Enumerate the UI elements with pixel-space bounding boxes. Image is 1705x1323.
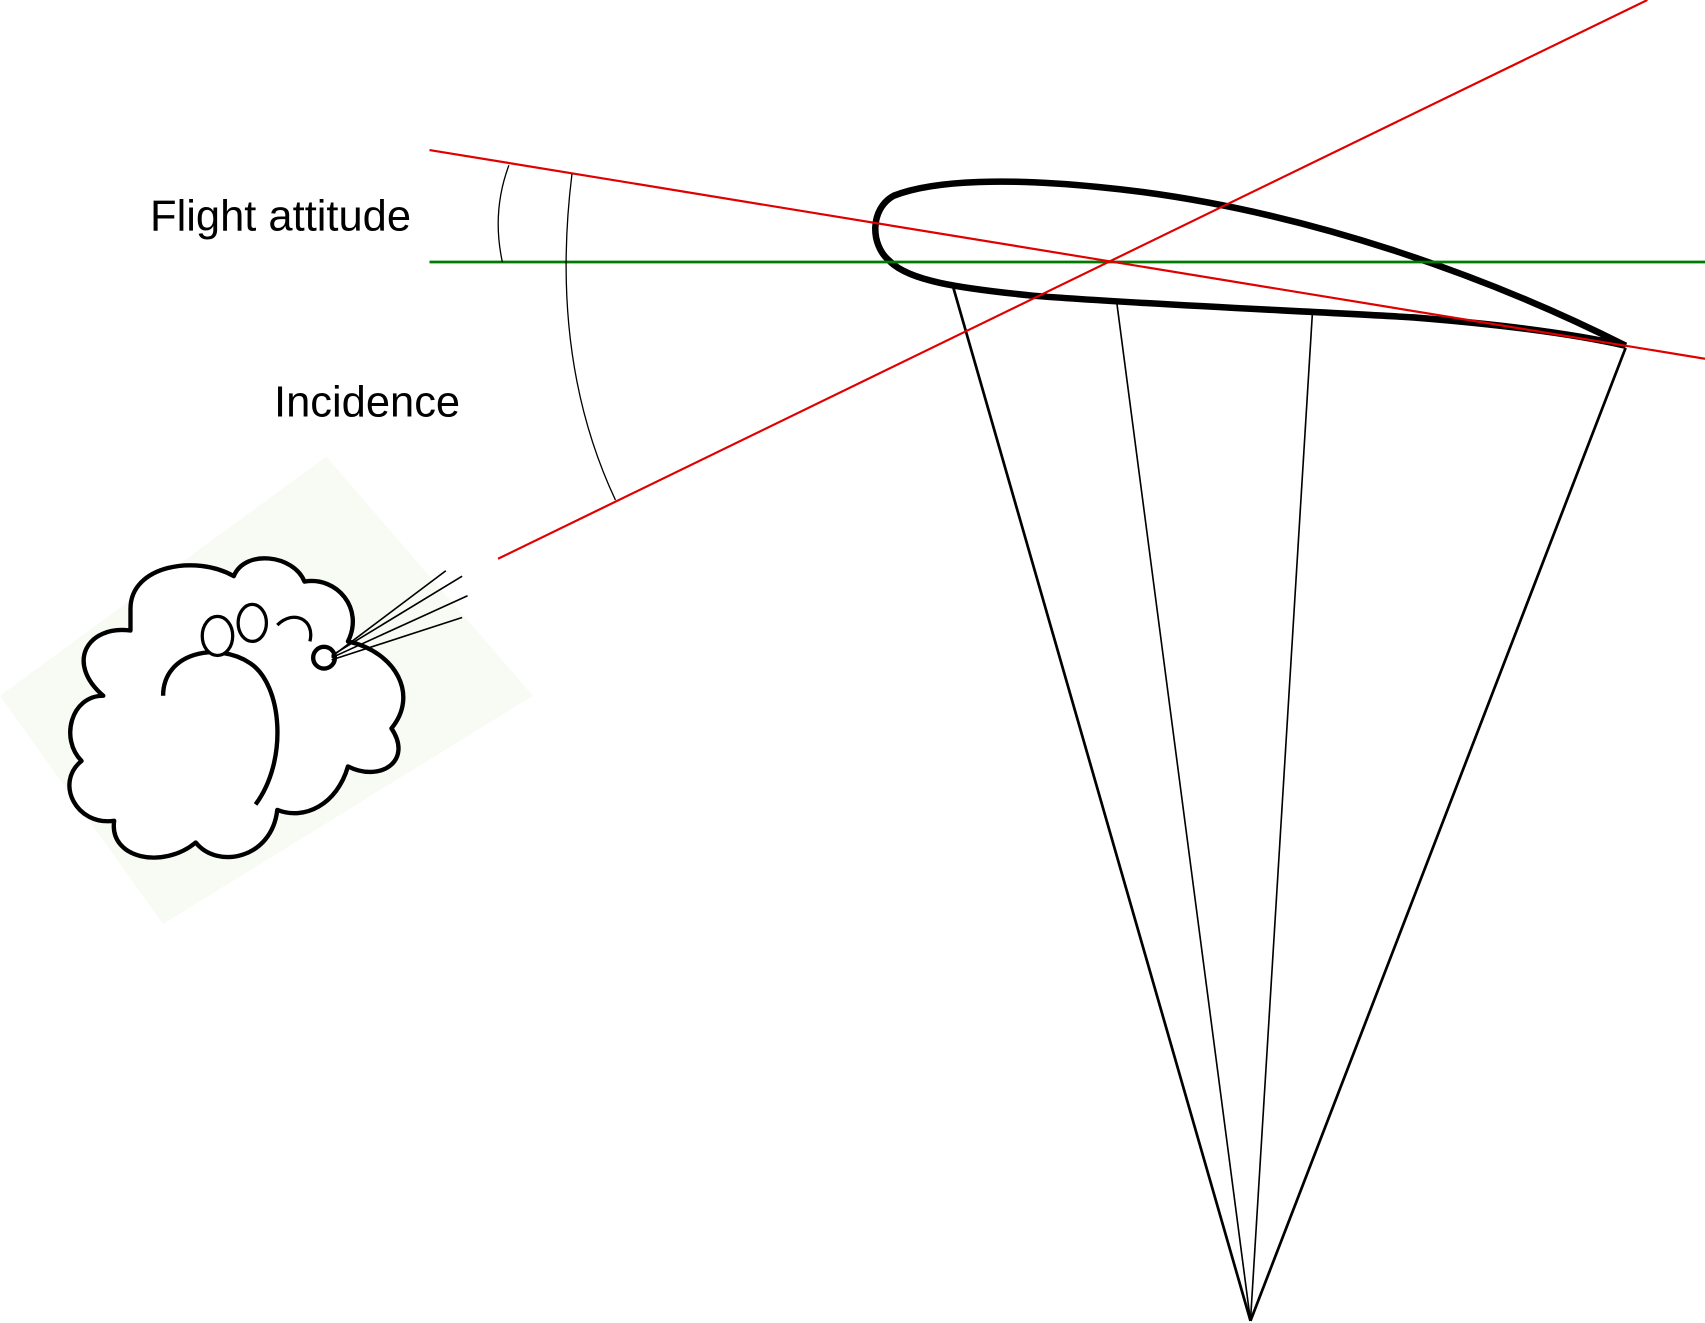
suspension-lines — [951, 284, 1627, 1322]
incidence-arc — [565, 173, 617, 501]
relative-wind-line — [497, 0, 1648, 560]
flight-attitude-arc — [497, 165, 510, 263]
flight-attitude-label: Flight attitude — [150, 192, 411, 240]
line-a — [951, 284, 1252, 1322]
incidence-label: Incidence — [274, 378, 460, 426]
line-d — [1249, 347, 1627, 1322]
line-c — [1249, 311, 1314, 1321]
blowing-wind-cloud-icon — [0, 456, 533, 925]
line-b — [1115, 302, 1252, 1321]
chord-line — [429, 148, 1705, 360]
